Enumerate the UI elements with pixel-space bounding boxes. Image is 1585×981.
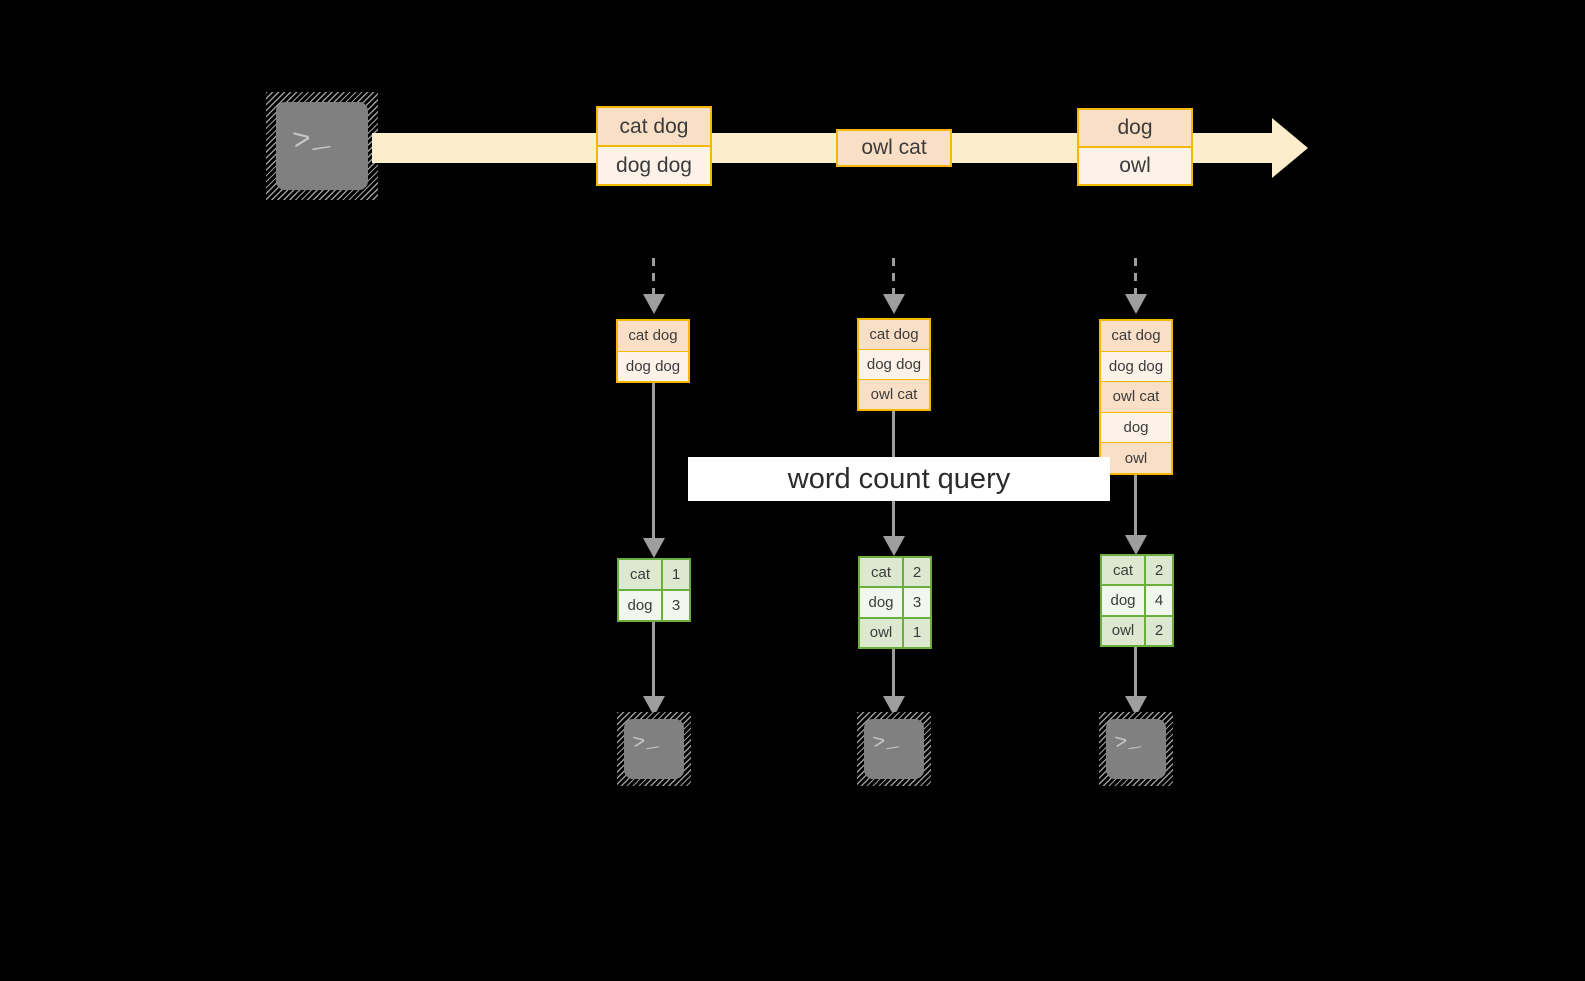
snapshot-input-row: dog dog	[1101, 351, 1171, 383]
sink-terminal-icon-2: >_	[857, 712, 931, 786]
terminal-body	[1106, 719, 1166, 779]
snapshot-input-2: cat dog dog dog owl cat	[857, 318, 931, 411]
result-row: dog 4	[1102, 586, 1172, 617]
result-count-cell: 3	[663, 591, 689, 620]
snapshot-input-1: cat dog dog dog	[616, 319, 690, 383]
result-row: owl 1	[860, 618, 930, 647]
sink-arrow-head-2	[883, 696, 905, 716]
sink-arrow-line-2	[892, 649, 895, 698]
query-arrow-line-3	[1134, 475, 1137, 537]
stream-record-group-1: cat dog dog dog	[596, 106, 712, 186]
terminal-prompt-glyph: >_	[1113, 729, 1142, 756]
stream-record-row: owl	[1079, 148, 1191, 184]
snapshot-input-row: dog dog	[859, 350, 929, 380]
snapshot-tap-arrowhead-1	[643, 294, 665, 314]
result-word-cell: owl	[860, 618, 904, 647]
snapshot-input-row: cat dog	[859, 320, 929, 350]
sink-arrow-head-1	[643, 696, 665, 716]
result-row: cat 1	[619, 560, 689, 591]
snapshot-input-row: owl cat	[859, 380, 929, 409]
terminal-body	[624, 719, 684, 779]
sink-arrow-line-3	[1134, 647, 1137, 698]
sink-arrow-head-3	[1125, 696, 1147, 716]
terminal-prompt-glyph: >_	[631, 729, 660, 756]
stream-arrowhead	[1272, 118, 1308, 178]
result-row: cat 2	[1102, 556, 1172, 587]
result-table-1: cat 1 dog 3	[617, 558, 691, 622]
query-arrow-head-3	[1125, 535, 1147, 555]
result-word-cell: cat	[860, 558, 904, 587]
result-row: owl 2	[1102, 616, 1172, 645]
snapshot-input-row: cat dog	[1101, 321, 1171, 352]
stream-record-row: cat dog	[598, 108, 710, 147]
snapshot-input-row: dog dog	[618, 351, 688, 381]
stream-record-group-2: owl cat	[836, 129, 952, 167]
result-word-cell: cat	[619, 560, 663, 589]
result-count-cell: 1	[663, 560, 689, 589]
sink-terminal-icon-3: >_	[1099, 712, 1173, 786]
result-row: dog 3	[860, 588, 930, 619]
stream-record-row: dog dog	[598, 147, 710, 184]
sink-arrow-line-1	[652, 622, 655, 698]
result-count-cell: 2	[1146, 556, 1172, 585]
sink-terminal-icon-1: >_	[617, 712, 691, 786]
query-arrow-head-2	[883, 536, 905, 556]
snapshot-tap-line-2	[892, 258, 895, 296]
stream-record-row: owl cat	[838, 131, 950, 165]
result-table-3: cat 2 dog 4 owl 2	[1100, 554, 1174, 647]
result-word-cell: dog	[619, 591, 663, 620]
snapshot-input-row: cat dog	[618, 321, 688, 352]
snapshot-input-row: owl cat	[1101, 382, 1171, 413]
result-count-cell: 4	[1146, 586, 1172, 615]
terminal-prompt-glyph: >_	[871, 729, 900, 756]
result-row: dog 3	[619, 591, 689, 620]
result-count-cell: 2	[1146, 616, 1172, 645]
result-table-2: cat 2 dog 3 owl 1	[858, 556, 932, 649]
stream-record-group-3: dog owl	[1077, 108, 1193, 186]
result-count-cell: 3	[904, 588, 930, 617]
snapshot-input-row: owl	[1101, 443, 1171, 473]
terminal-body	[864, 719, 924, 779]
snapshot-input-3: cat dog dog dog owl cat dog owl	[1099, 319, 1173, 475]
result-count-cell: 1	[904, 618, 930, 647]
query-label-band: word count query	[688, 457, 1110, 501]
stream-source-terminal-icon: >_	[266, 92, 378, 200]
result-word-cell: cat	[1102, 556, 1146, 585]
result-row: cat 2	[860, 558, 930, 589]
query-arrow-head-1	[643, 538, 665, 558]
result-count-cell: 2	[904, 558, 930, 587]
snapshot-input-row: dog	[1101, 412, 1171, 444]
stream-record-row: dog	[1079, 110, 1191, 148]
terminal-prompt-glyph: >_	[290, 120, 332, 160]
snapshot-tap-line-1	[652, 258, 655, 296]
terminal-body	[276, 102, 368, 190]
snapshot-tap-arrowhead-2	[883, 294, 905, 314]
snapshot-tap-line-3	[1134, 258, 1137, 296]
result-word-cell: dog	[1102, 586, 1146, 615]
snapshot-tap-arrowhead-3	[1125, 294, 1147, 314]
result-word-cell: owl	[1102, 616, 1146, 645]
query-arrow-line-1	[652, 383, 655, 540]
result-word-cell: dog	[860, 588, 904, 617]
query-label-text: word count query	[787, 463, 1011, 495]
